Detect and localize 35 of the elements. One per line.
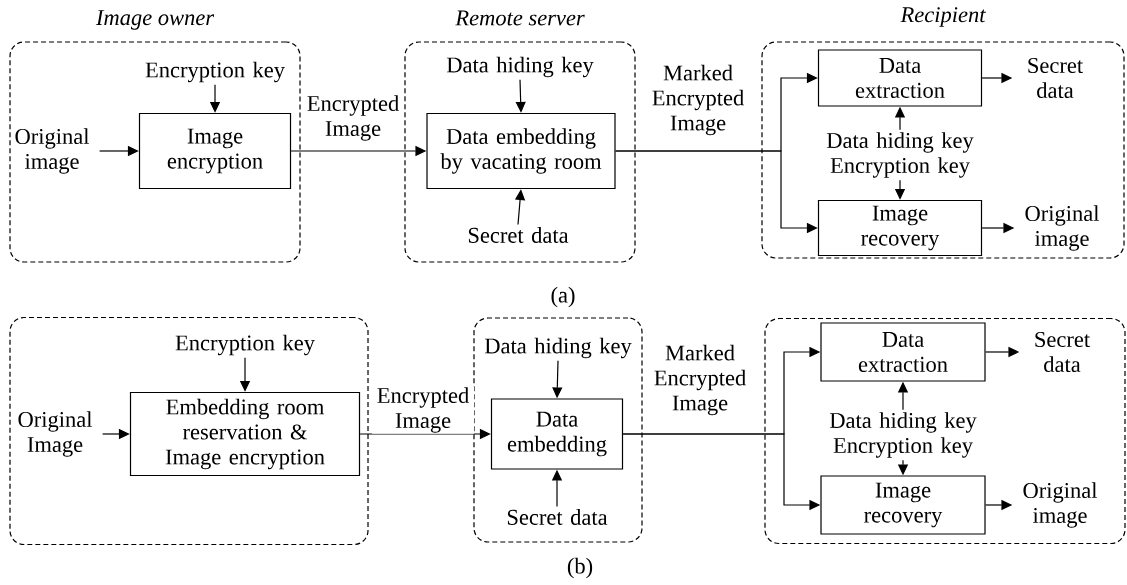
edge-label: Encrypted Image	[372, 386, 474, 434]
input-label: Secret data	[1028, 57, 1083, 99]
input-label: Data hiding key	[446, 56, 594, 78]
input-label: Secret data	[468, 227, 569, 243]
process-box: Image encryption	[138, 112, 292, 190]
input-label: Data hiding key Encryption key	[826, 132, 974, 178]
group-box	[764, 317, 1126, 545]
group-heading: Recipient	[900, 7, 986, 27]
input-label: Data hiding key Encryption key	[829, 412, 977, 458]
group-box	[9, 316, 369, 546]
input-label: Encryption key	[175, 334, 315, 356]
input-label: Original Image	[18, 411, 93, 457]
input-label: Original image	[1023, 482, 1098, 528]
edge-label: Marked Encrypted Image	[647, 63, 749, 137]
panel-caption: (a)	[551, 286, 575, 308]
input-label: Original image	[1025, 205, 1100, 251]
input-label: Data hiding key	[484, 337, 632, 359]
panel-caption: (b)	[567, 557, 593, 579]
process-box: Data embedding	[490, 398, 624, 470]
group-box	[473, 317, 643, 543]
edge-label: Marked Encrypted Image	[649, 343, 751, 417]
process-box: Embedding room reservation & Image encryption	[129, 391, 361, 477]
process-box: Image recovery	[817, 199, 983, 257]
group-heading: Remote server	[455, 10, 585, 26]
input-label: Secret data	[507, 509, 608, 525]
edge-label: Encrypted Image	[302, 94, 404, 142]
input-label: Secret data	[1035, 331, 1090, 373]
process-box: Image recovery	[820, 475, 986, 535]
group-heading: Image owner	[95, 10, 215, 30]
process-box: Data extraction	[817, 49, 983, 107]
input-label: Encryption key	[145, 61, 285, 83]
process-box: Data embedding by vacating room	[426, 112, 616, 190]
input-label: Original image	[15, 128, 90, 174]
process-box: Data extraction	[820, 322, 986, 382]
arrow	[515, 79, 526, 113]
